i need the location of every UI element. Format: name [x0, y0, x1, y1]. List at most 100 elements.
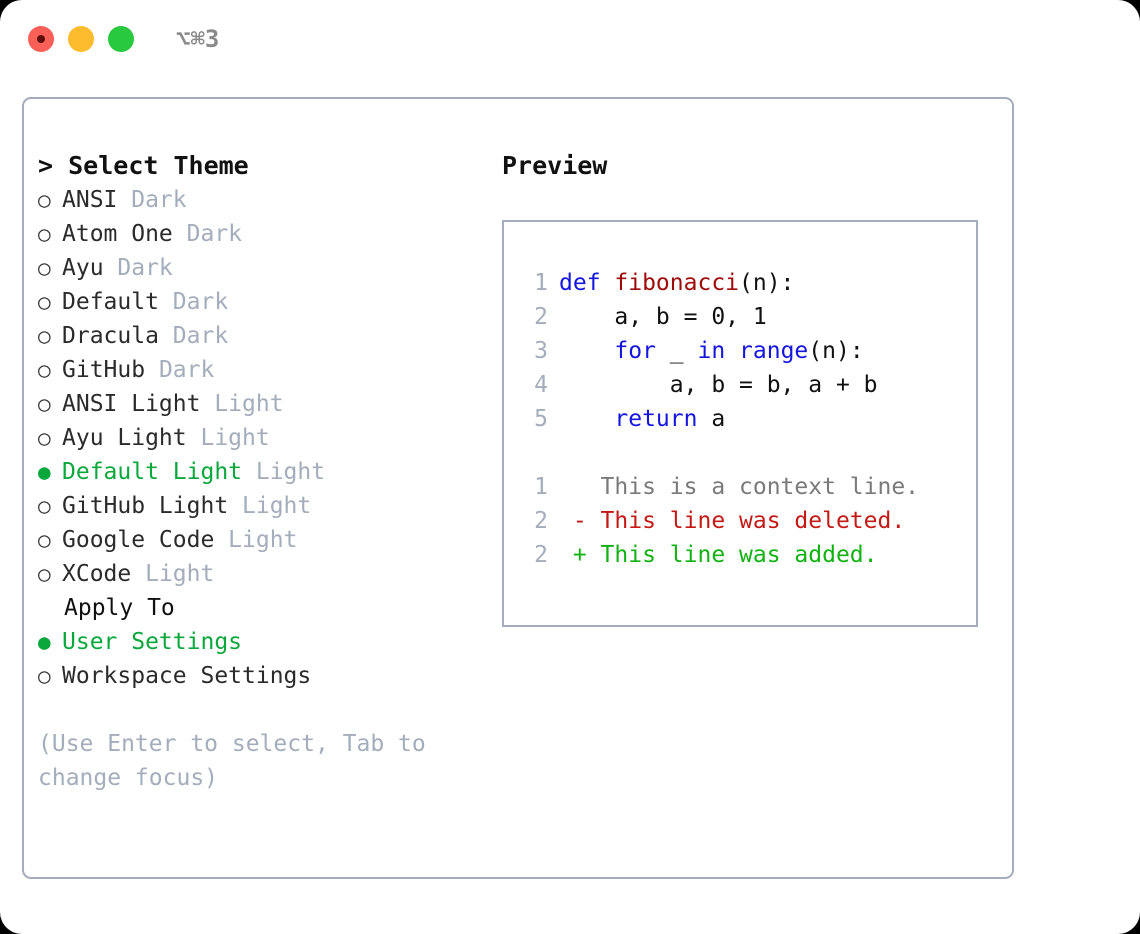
theme-option-label: Ayu [62, 255, 104, 281]
line-number: 4 [534, 372, 548, 398]
maximize-button[interactable] [108, 26, 134, 52]
code-line: 2 a, b = 0, 1 [518, 300, 976, 334]
minimize-button[interactable] [68, 26, 94, 52]
token-plain: (n): [739, 270, 795, 296]
theme-list: ○ANSI Dark○Atom One Dark○Ayu Dark○Defaul… [38, 183, 508, 591]
token-kw: def [559, 270, 615, 296]
code-text: return a [559, 402, 725, 436]
diff-line: 2 - This line was deleted. [518, 504, 976, 538]
theme-selector-panel: > Select Theme ○ANSI Dark○Atom One Dark○… [22, 97, 1014, 879]
line-number: 3 [534, 338, 548, 364]
line-number: 2 [534, 542, 548, 568]
diff-line: 1 This is a context line. [518, 470, 976, 504]
code-line: 5 return a [518, 402, 976, 436]
token-fn: fibonacci [614, 270, 740, 296]
radio-unselected-icon: ○ [38, 528, 51, 552]
radio-selected-icon: ● [38, 460, 51, 484]
theme-option-label: ANSI Light [62, 391, 201, 417]
theme-option-category: Light [242, 459, 326, 485]
theme-option-ansi[interactable]: ○ANSI Dark [38, 183, 508, 217]
theme-option-github-light[interactable]: ○ GitHub Light Light [38, 489, 508, 523]
theme-option-category: Dark [145, 357, 215, 383]
diff-line: 2 + This line was added. [518, 538, 976, 572]
apply-to-option-label: User Settings [62, 629, 243, 655]
theme-option-label: Dracula [62, 323, 159, 349]
prompt-marker-icon: > [38, 151, 69, 180]
theme-option-category: Light [214, 527, 298, 553]
theme-picker-column: > Select Theme ○ANSI Dark○Atom One Dark○… [38, 149, 508, 795]
radio-unselected-icon: ○ [38, 426, 51, 450]
apply-to-option-user-settings[interactable]: ●User Settings [38, 625, 508, 659]
theme-option-label: Default Light [62, 459, 243, 485]
token-plain: (n): [808, 338, 864, 364]
select-theme-label: Select Theme [68, 151, 249, 180]
list-spacer [38, 693, 508, 727]
theme-option-atom-one[interactable]: ○Atom One Dark [38, 217, 508, 251]
token-plain [559, 338, 614, 364]
code-line: 1 def fibonacci(n): [518, 266, 976, 300]
theme-option-category: Dark [158, 289, 229, 315]
select-theme-heading: > Select Theme [38, 149, 508, 183]
line-number: 2 [534, 304, 548, 330]
apply-to-list: ●User Settings ○ Workspace Settings [38, 625, 508, 693]
close-button[interactable] [28, 26, 54, 52]
radio-unselected-icon: ○ [38, 324, 51, 348]
theme-option-category: Light [228, 493, 312, 519]
title-bar: ⌥⌘3 [0, 0, 1140, 78]
theme-option-google-code[interactable]: ○ Google Code Light [38, 523, 508, 557]
token-plain: a, b = 0, 1 [559, 304, 767, 330]
theme-option-category: Light [186, 425, 270, 451]
code-text: a, b = 0, 1 [559, 300, 767, 334]
theme-option-category: Light [200, 391, 284, 417]
apply-to-heading: Apply To [64, 595, 175, 621]
token-del: - This line was deleted. [559, 508, 906, 534]
theme-option-label: ANSI [62, 187, 118, 213]
theme-option-category: Dark [103, 255, 173, 281]
theme-option-ayu[interactable]: ○ Ayu Dark [38, 251, 508, 285]
theme-option-dracula[interactable]: ○ Dracula Dark [38, 319, 508, 353]
radio-unselected-icon: ○ [38, 392, 51, 416]
diff-sample: 1 This is a context line.2 - This line w… [518, 470, 976, 572]
radio-unselected-icon: ○ [38, 494, 51, 518]
code-line: 4 a, b = b, a + b [518, 368, 976, 402]
theme-option-github[interactable]: ○ GitHub Dark [38, 353, 508, 387]
token-plain: _ [655, 338, 698, 364]
token-ctx: This is a context line. [559, 474, 920, 500]
line-number: 1 [534, 270, 548, 296]
code-line: 3 for _ in range(n): [518, 334, 976, 368]
radio-unselected-icon: ○ [38, 256, 51, 280]
radio-unselected-icon: ○ [38, 562, 51, 586]
token-kw: for [614, 338, 656, 364]
radio-unselected-icon: ○ [38, 188, 51, 212]
token-plain [559, 406, 614, 432]
radio-unselected-icon: ○ [38, 664, 51, 688]
theme-option-category: Dark [158, 323, 229, 349]
radio-unselected-icon: ○ [38, 358, 51, 382]
code-text: def fibonacci(n): [559, 266, 794, 300]
diff-text: + This line was added. [559, 538, 878, 572]
theme-option-label: GitHub [62, 357, 146, 383]
line-number: 2 [534, 508, 548, 534]
theme-option-default[interactable]: ○Default Dark [38, 285, 508, 319]
preview-heading: Preview [502, 151, 608, 180]
apply-to-option-workspace-settings[interactable]: ○ Workspace Settings [38, 659, 508, 693]
code-text: a, b = b, a + b [559, 368, 878, 402]
token-plain [725, 338, 739, 364]
theme-option-default-light[interactable]: ● Default Light Light [38, 455, 508, 489]
theme-option-xcode[interactable]: ○XCode Light [38, 557, 508, 591]
theme-option-label: XCode [62, 561, 132, 587]
token-plain: a, b = b, a + b [559, 372, 878, 398]
code-diff-separator [518, 436, 976, 470]
token-kw: range [739, 338, 809, 364]
radio-unselected-icon: ○ [38, 290, 51, 314]
theme-option-label: GitHub Light [62, 493, 229, 519]
theme-option-label: Ayu Light [62, 425, 187, 451]
theme-option-label: Google Code [62, 527, 215, 553]
apply-to-option-label: Workspace Settings [62, 663, 312, 689]
theme-option-ayu-light[interactable]: ○ Ayu Light Light [38, 421, 508, 455]
theme-option-ansi-light[interactable]: ○ ANSI Light Light [38, 387, 508, 421]
